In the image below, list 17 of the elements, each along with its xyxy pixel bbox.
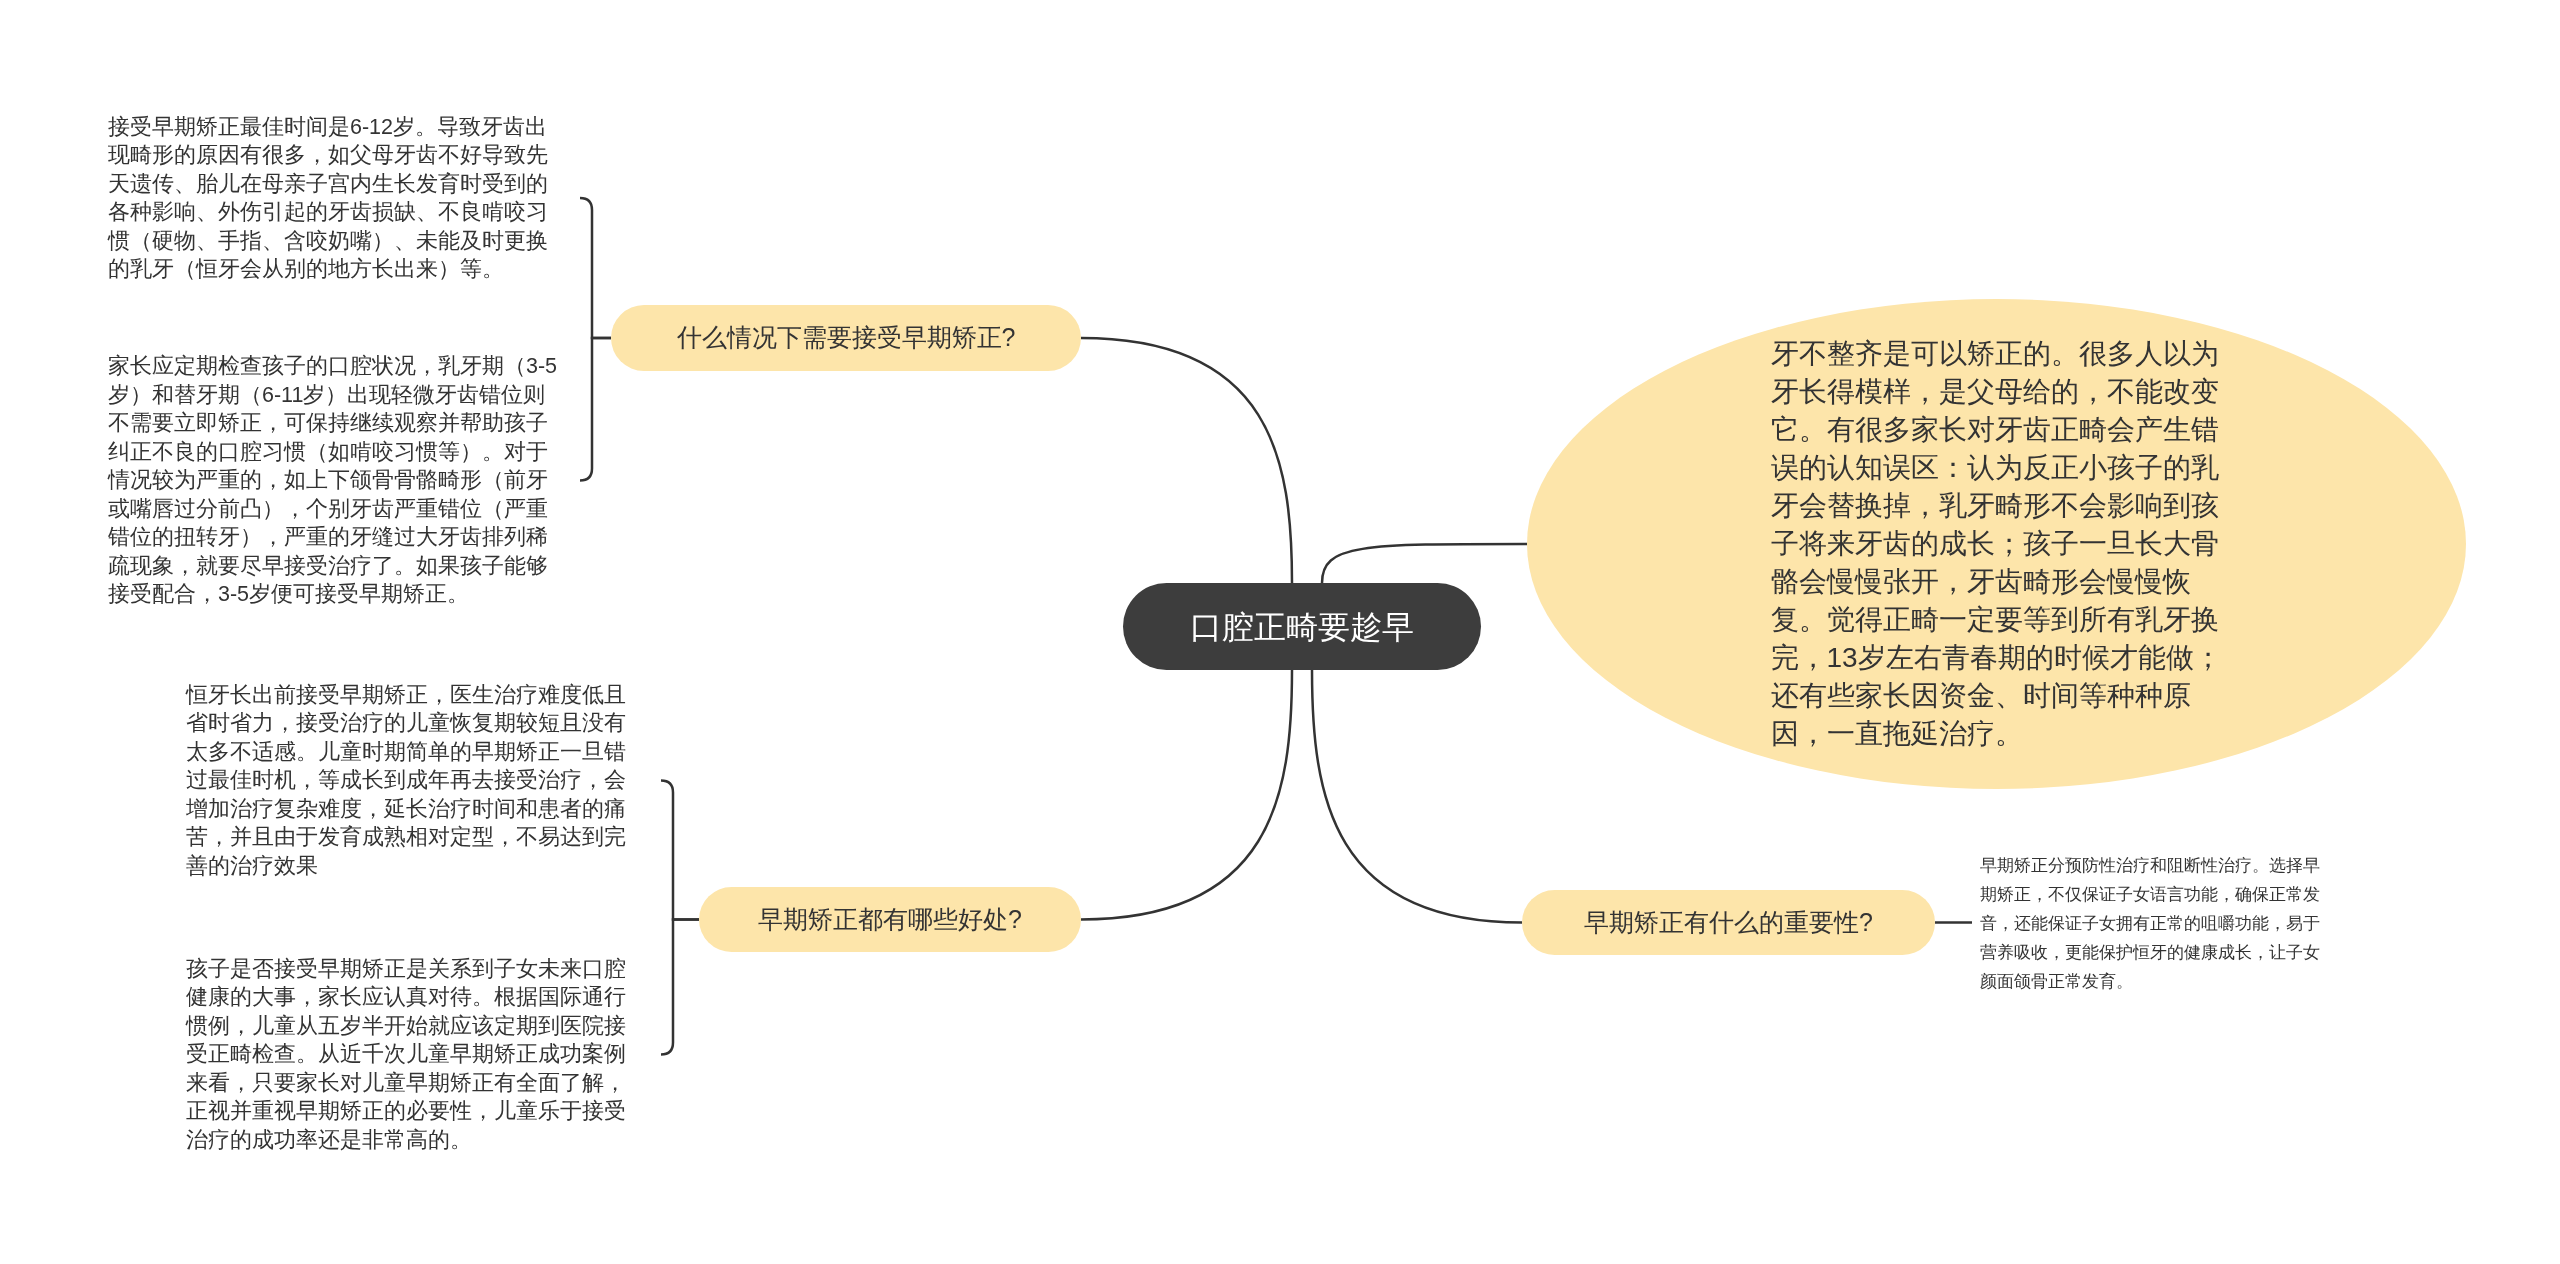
note-text: 恒牙长出前接受早期矫正，医生治疗难度低且省时省力，接受治疗的儿童恢复期较短且没有太多不适感。儿童时期简单的早期矫正一旦错过最佳时机，等成长到成年再去接受治疗，会增加治疗复杂难度，延长治疗时间和患者的痛苦，并且由于发育成熟相对定型，不易达到完善的治疗效果 — [178, 678, 661, 883]
connector-line — [1080, 336, 1294, 584]
connector-line — [1320, 542, 1527, 584]
note-text: 孩子是否接受早期矫正是关系到子女未来口腔健康的大事，家长应认真对待。根据国际通行惯例，儿童从五岁半开始就应该定期到医院接受正畸检查。从近千次儿童早期矫正成功案例来看，只要家长对儿童早期矫正有全面了解，正视并重视早期矫正的必要性，儿童乐于接受治疗的成功率还是非常高的。 — [178, 952, 661, 1157]
topic-text: 牙不整齐是可以矫正的。很多人以为牙长得模样，是父母给的，不能改变它。有很多家长对牙齿正畸会产生错误的认知误区：认为反正小孩子的乳牙会替换掉，乳牙畸形不会影响到孩子将来牙齿的成长；孩子一旦长大骨骼会慢慢张开，牙齿畸形会慢慢恢复。觉得正畸一定要等到所有乳牙换完，13岁左右青春期的时候才能做；还有些家长因资金、时间等种种原因，一直拖延治疗。 — [1770, 337, 2223, 751]
connector-line — [1080, 670, 1294, 921]
note-text: 接受早期矫正最佳时间是6-12岁。导致牙齿出现畸形的原因有很多，如父母牙齿不好导致先天遗传、胎儿在母亲子宫内生长发育时受到的各种影响、外伤引起的牙齿损缺、不良啃咬习惯（硬物、手指、含咬奶嘴）、未能及时更换的乳牙（恒牙会从别的地方长出来）等。 — [100, 108, 580, 288]
central-topic: 口腔正畸要趁早 — [1123, 583, 1481, 670]
connector-line — [1935, 921, 1972, 924]
topic-pill: 什么情况下需要接受早期矫正? — [611, 305, 1081, 371]
note-text: 早期矫正分预防性治疗和阻断性治疗。选择早期矫正，不仅保证子女语言功能，确保正常发音，还能保证子女拥有正常的咀嚼功能，易于营养吸收，更能保护恒牙的健康成长，让子女颜面颌骨正常发育。 — [1972, 848, 2328, 998]
connector-line — [1310, 670, 1523, 924]
connector-line — [660, 918, 699, 1056]
topic-pill: 早期矫正都有哪些好处? — [699, 887, 1081, 952]
note-text: 家长应定期检查孩子的口腔状况，乳牙期（3-5岁）和替牙期（6-11岁）出现轻微牙齿错位则不需要立即矫正，可保持继续观察并帮助孩子纠正不良的口腔习惯（如啃咬习惯等）。对于情况较为严重的，如上下颌骨骨骼畸形（前牙或嘴唇过分前凸），个别牙齿严重错位（严重错位的扭转牙），严重的牙缝过大牙齿排列稀疏现象，就要尽早接受治疗了。如果孩子能够接受配合，3-5岁便可接受早期矫正。 — [100, 348, 580, 613]
connector-line — [579, 336, 611, 482]
topic-pill: 早期矫正有什么的重要性? — [1522, 890, 1935, 955]
